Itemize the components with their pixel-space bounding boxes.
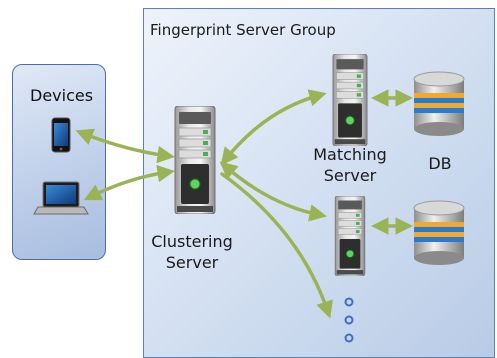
devices-title: Devices [30, 86, 94, 105]
arrow-clustering-more [220, 172, 333, 319]
clustering-server-label: Clustering Server [151, 232, 233, 272]
arrow-laptop-clustering [83, 164, 175, 201]
matching-server-icon [334, 196, 366, 276]
db-label: DB [428, 154, 452, 173]
database-icon [413, 200, 465, 266]
arrow-phone-clustering [75, 128, 175, 164]
group-title: Fingerprint Server Group [150, 21, 336, 39]
arrow-clustering-matching-1 [220, 89, 327, 166]
phone-icon [51, 117, 71, 153]
matching-server-label: Matching Server [313, 145, 387, 185]
arrow-clustering-matching-2 [219, 161, 327, 222]
clustering-server-icon [174, 106, 216, 214]
more-servers-dots [344, 297, 354, 343]
matching-server-icon [332, 54, 368, 146]
database-icon [413, 71, 465, 137]
laptop-icon [33, 181, 89, 215]
